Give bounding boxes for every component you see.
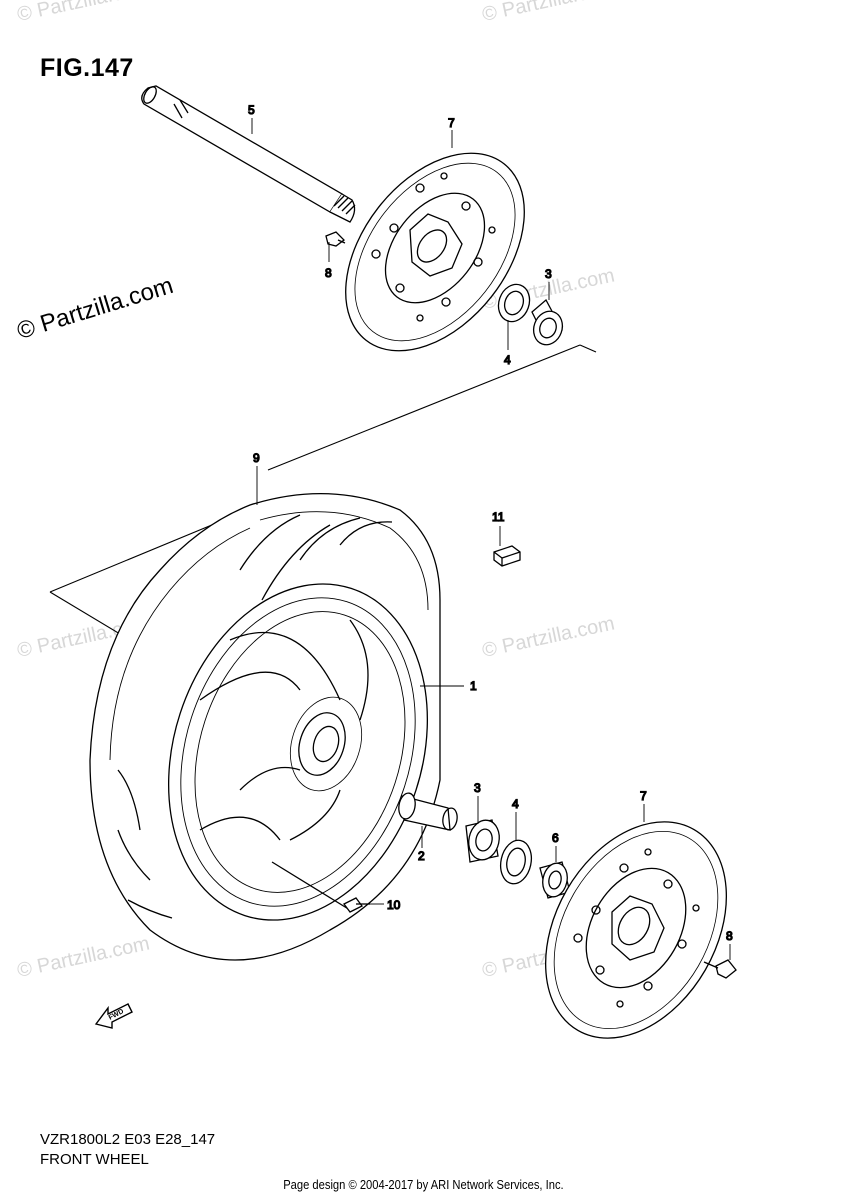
model-code: VZR1800L2 E03 E28_147 [40, 1131, 216, 1148]
callout-1: 1 [470, 679, 477, 693]
disc-bolt-upper [325, 231, 346, 247]
callout-leaders [251, 118, 731, 960]
bearing-upper [531, 298, 564, 346]
disc-bolt-lower [703, 959, 737, 979]
callout-9: 9 [253, 451, 260, 465]
callout-4-upper: 4 [504, 353, 511, 367]
callout-4-lower: 4 [512, 797, 519, 811]
oil-seal-lower [499, 839, 533, 885]
hub-spacer [398, 792, 458, 831]
air-valve [343, 897, 370, 913]
balancer-weight [493, 545, 521, 567]
brake-disc-upper [345, 152, 525, 352]
section-name: FRONT WHEEL [40, 1151, 149, 1168]
callout-11: 11 [492, 510, 505, 524]
page-footer: Page design © 2004-2017 by ARI Network S… [283, 1177, 564, 1192]
figure-title: FIG.147 [40, 54, 134, 82]
callout-8-upper: 8 [325, 266, 332, 280]
callout-3-lower: 3 [474, 781, 481, 795]
forward-arrow-icon: FWD [94, 1003, 133, 1029]
callout-7-lower: 7 [640, 789, 647, 803]
front-axle [141, 85, 356, 223]
bearing-lower [465, 819, 500, 863]
oil-seal-upper [497, 283, 531, 323]
callout-7-upper: 7 [448, 116, 455, 130]
callout-6: 6 [552, 831, 559, 845]
callout-10: 10 [387, 898, 401, 912]
callout-5: 5 [248, 103, 255, 117]
callout-8-lower: 8 [726, 929, 733, 943]
callout-3-upper: 3 [545, 267, 552, 281]
brake-disc-lower [544, 821, 728, 1039]
wheel-rim [167, 583, 429, 921]
callout-2: 2 [418, 849, 425, 863]
